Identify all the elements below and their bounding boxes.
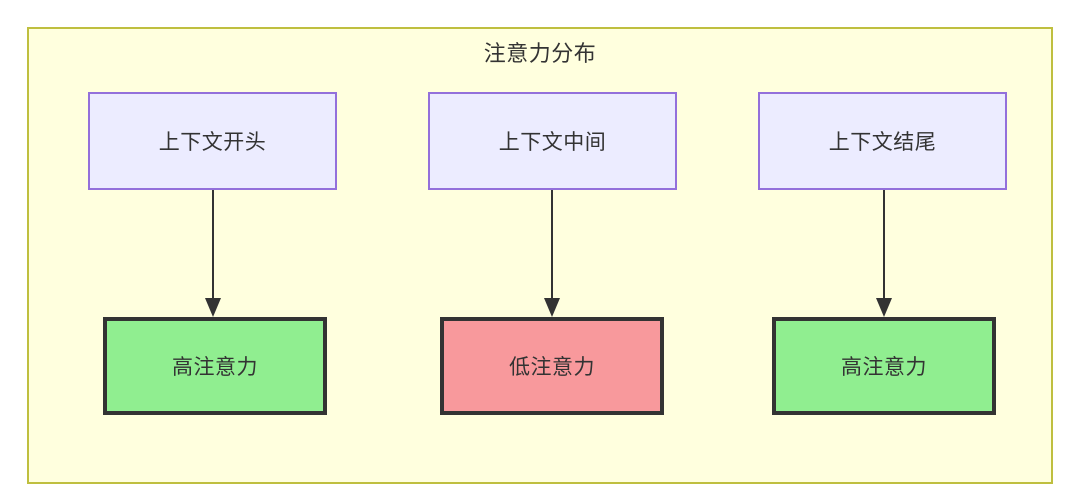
diagram-title: 注意力分布 [483, 41, 597, 66]
node-attention-middle-label: 低注意力 [509, 356, 595, 379]
node-attention-start-label: 高注意力 [172, 356, 258, 379]
node-attention-end-label: 高注意力 [841, 356, 927, 379]
node-context-end[interactable]: 上下文结尾 [758, 92, 1007, 190]
edge-context-end-to-high-attention [873, 190, 895, 317]
node-context-middle-label: 上下文中间 [498, 131, 607, 154]
node-attention-middle[interactable]: 低注意力 [440, 317, 664, 415]
edge-context-middle-to-low-attention [541, 190, 563, 317]
node-attention-start[interactable]: 高注意力 [103, 317, 327, 415]
node-attention-end[interactable]: 高注意力 [772, 317, 996, 415]
edge-context-start-to-high-attention [202, 190, 224, 317]
node-context-middle[interactable]: 上下文中间 [428, 92, 677, 190]
node-context-start-label: 上下文开头 [158, 131, 267, 154]
node-context-end-label: 上下文结尾 [828, 131, 937, 154]
node-context-start[interactable]: 上下文开头 [88, 92, 337, 190]
